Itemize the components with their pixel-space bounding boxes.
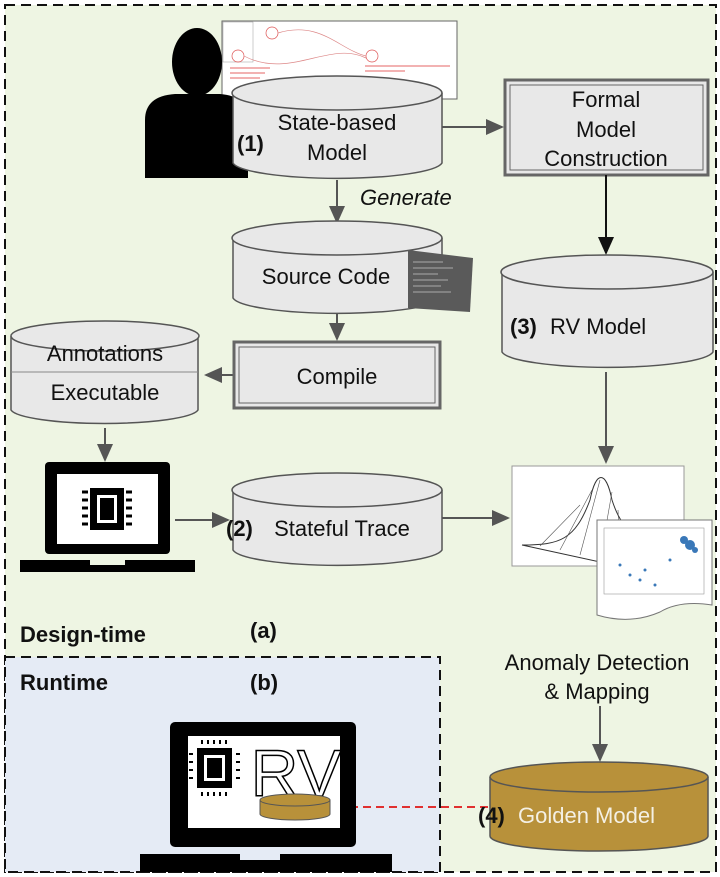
rv-model-node: (3) RV Model <box>500 254 714 369</box>
scatter-plot-document-image <box>596 519 713 620</box>
user-icon <box>145 28 248 178</box>
design-time-label: Design-time <box>20 622 146 647</box>
formal-model-construction-node: Formal Model Construction <box>503 78 710 177</box>
state-based-model-node: (1) State-based Model <box>231 75 443 180</box>
golden-model-node: (4) Golden Model <box>478 761 709 852</box>
step-number: (2) <box>226 516 253 541</box>
node-label: Executable <box>51 380 160 405</box>
generate-label: Generate <box>360 185 452 210</box>
node-label: Formal <box>572 87 640 112</box>
anomaly-mapping-label: & Mapping <box>544 679 649 704</box>
stateful-trace-node: (2) Stateful Trace <box>226 472 443 567</box>
step-number: (3) <box>510 314 537 339</box>
anomaly-detection-label: Anomaly Detection <box>505 650 690 675</box>
chip-icon <box>82 488 132 530</box>
node-label: Annotations <box>47 341 163 366</box>
runtime-laptop-icon: RV <box>140 722 392 872</box>
compile-node: Compile <box>232 340 442 410</box>
code-screenshot-icon <box>408 250 473 312</box>
runtime-label: Runtime <box>20 670 108 695</box>
node-label: Source Code <box>262 264 390 289</box>
node-label: Model <box>576 117 636 142</box>
design-time-tag: (a) <box>250 618 277 643</box>
step-number: (1) <box>237 131 264 156</box>
small-golden-model-icon <box>259 793 331 821</box>
step-number: (4) <box>478 803 505 828</box>
node-label: Model <box>307 140 367 165</box>
annotations-executable-node: Annotations Executable <box>10 320 200 425</box>
node-label: Construction <box>544 146 668 171</box>
arrows <box>97 119 614 815</box>
laptop-icon <box>20 462 195 572</box>
runtime-tag: (b) <box>250 670 278 695</box>
chip-icon <box>189 740 240 796</box>
node-label: Compile <box>297 364 378 389</box>
node-label: Stateful Trace <box>274 516 410 541</box>
node-label: RV Model <box>550 314 646 339</box>
node-label: Golden Model <box>518 803 655 828</box>
node-label: State-based <box>278 110 397 135</box>
source-code-node: Source Code <box>231 220 473 315</box>
